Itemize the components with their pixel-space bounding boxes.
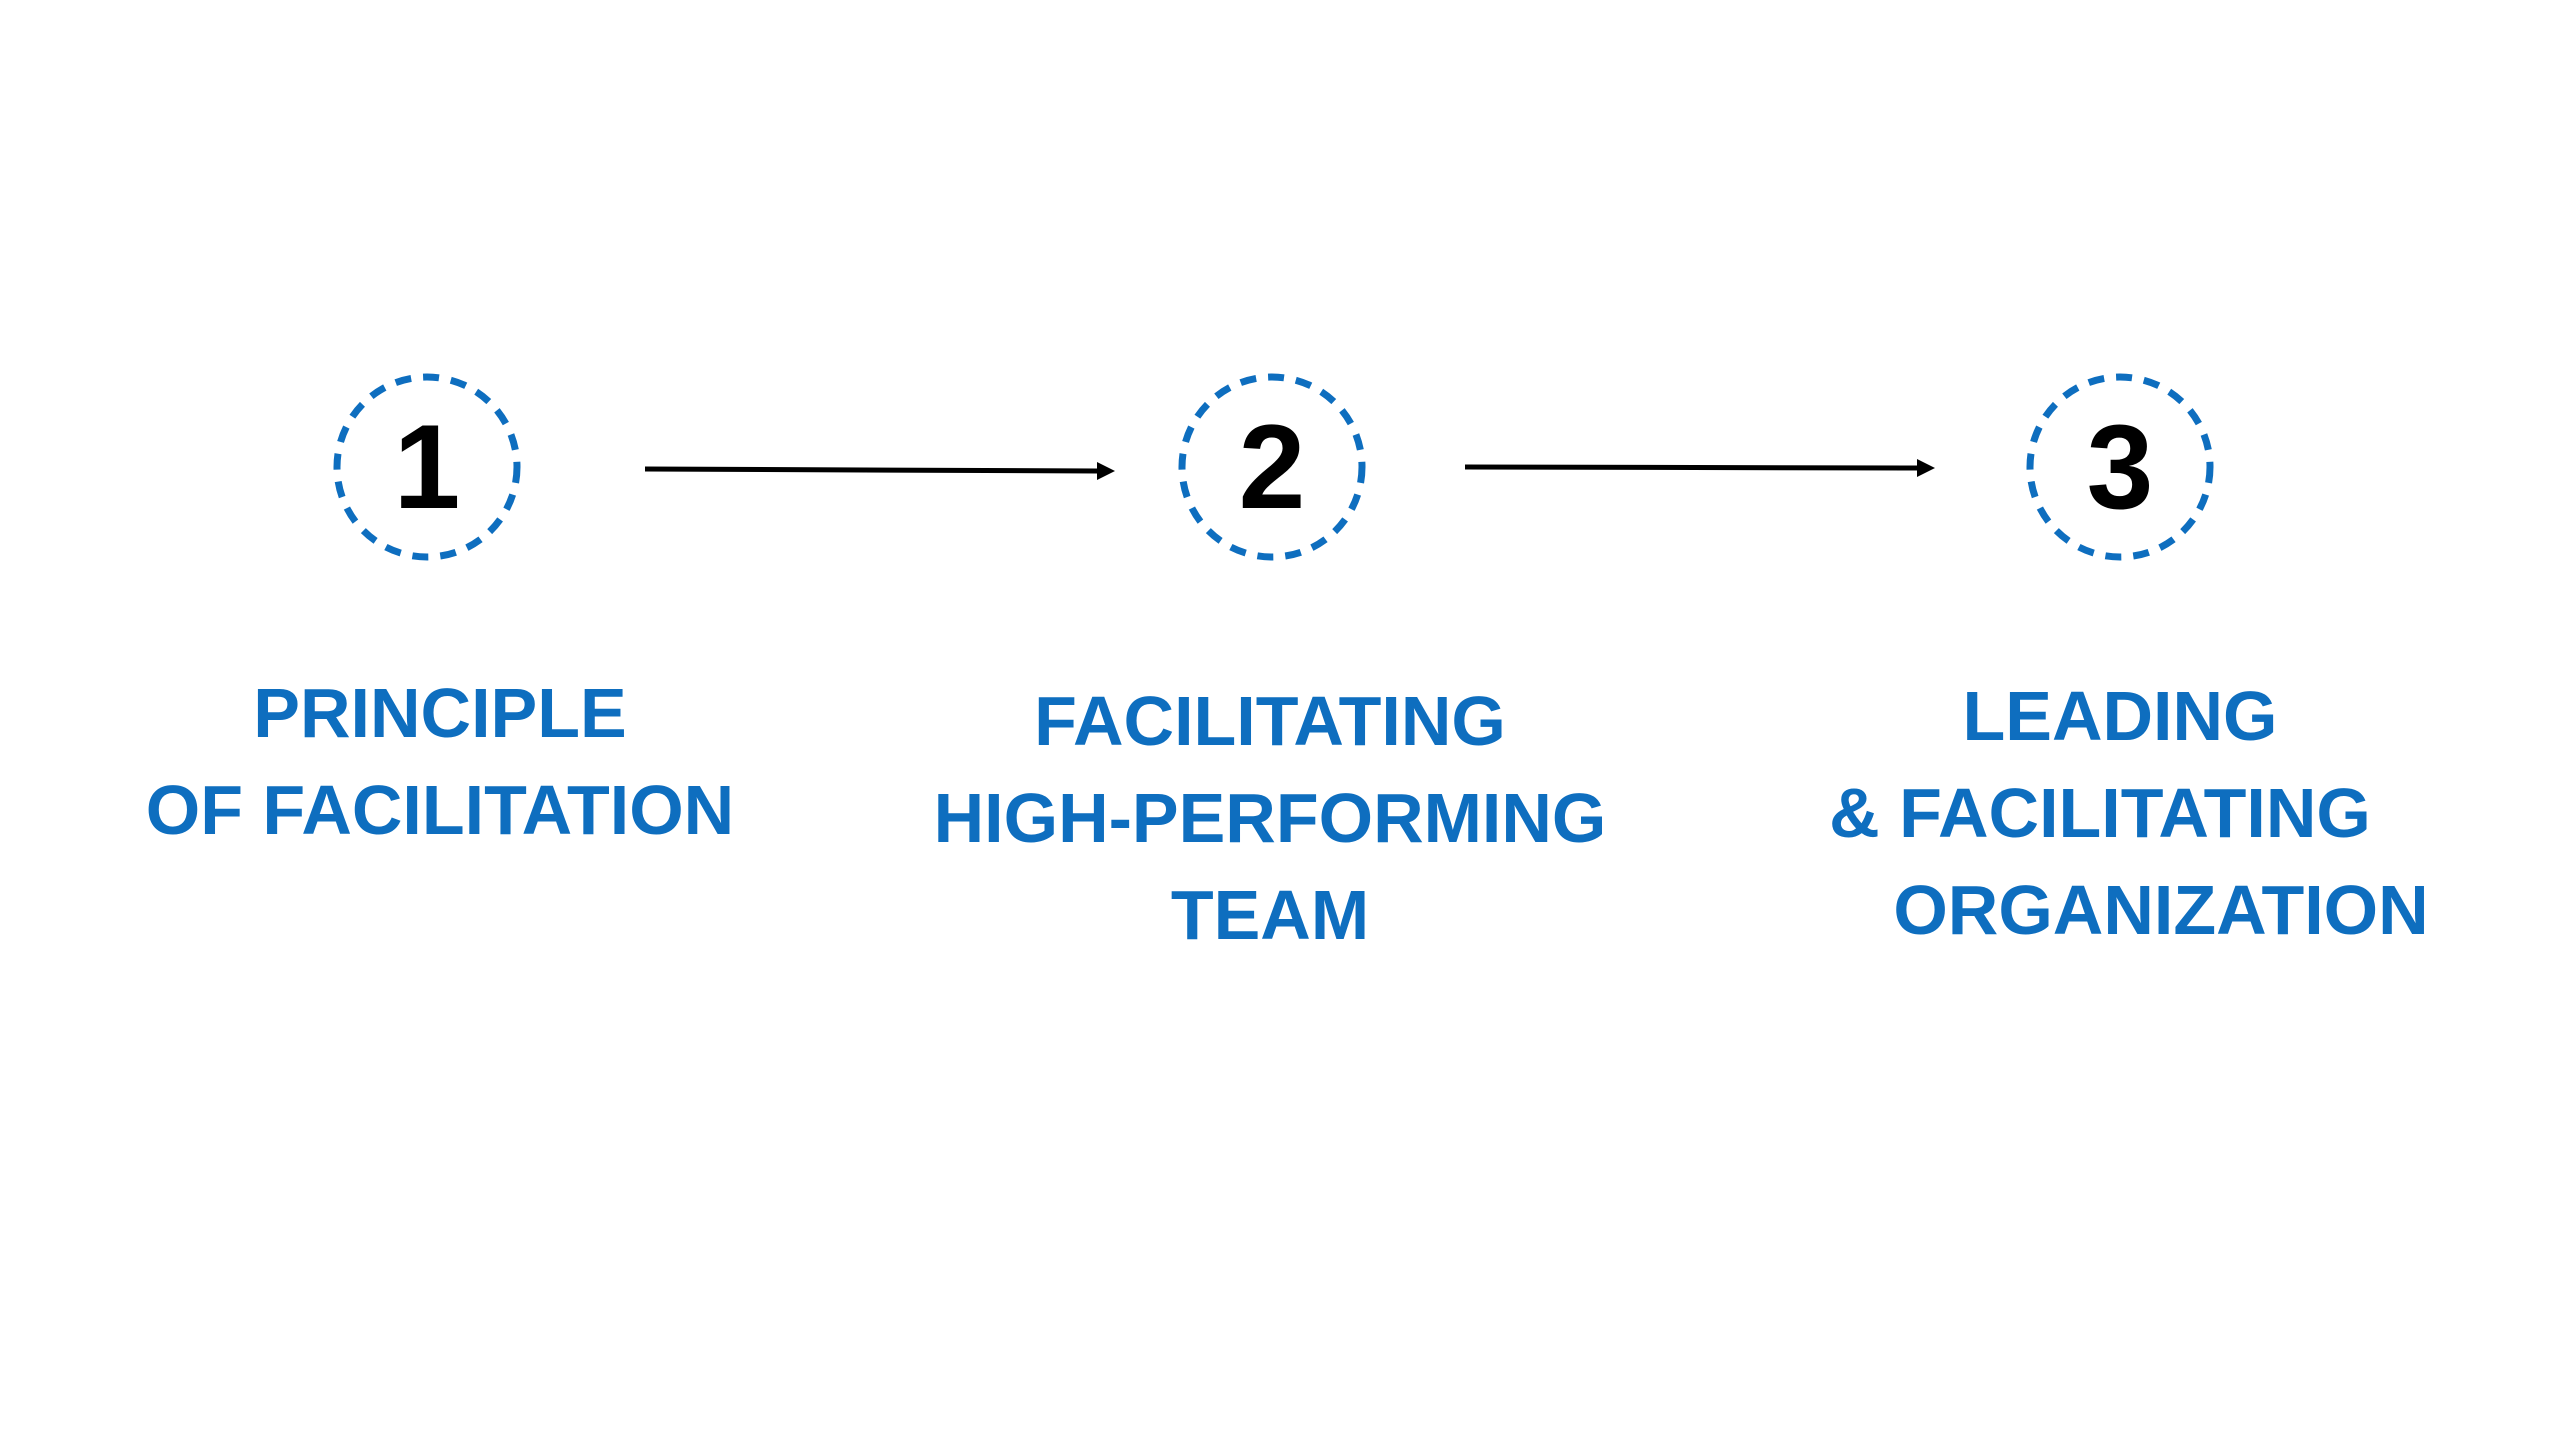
step-3-label-line-2: & FACILITATING: [1829, 774, 2371, 852]
step-3-label-line-1: LEADING: [1962, 677, 2278, 755]
step-1-number: 1: [393, 400, 461, 534]
step-3-label: LEADING & FACILITATING ORGANIZATION: [1829, 668, 2429, 959]
step-2-label-line-1: FACILITATING: [1034, 682, 1506, 760]
step-2-number: 2: [1238, 400, 1306, 534]
step-2-circle: 2: [1177, 372, 1367, 562]
step-2-label: FACILITATING HIGH-PERFORMING TEAM: [934, 673, 1607, 964]
dashed-circle-icon: [333, 373, 521, 561]
step-1-label-line-2: OF FACILITATION: [145, 771, 735, 849]
arrow-1-to-2: [645, 462, 1115, 480]
step-1-circle: 1: [332, 372, 522, 562]
step-3-circle: 3: [2025, 372, 2215, 562]
arrow-2-to-3: [1465, 459, 1935, 477]
step-1-label: PRINCIPLE OF FACILITATION: [146, 665, 734, 859]
dashed-circle-icon: [1178, 373, 1366, 561]
step-2-label-line-2: HIGH-PERFORMING: [933, 779, 1607, 857]
step-3-label-line-3: ORGANIZATION: [1893, 871, 2429, 949]
step-2-label-line-3: TEAM: [1170, 876, 1370, 954]
dashed-circle-icon: [2026, 373, 2214, 561]
step-1-label-line-1: PRINCIPLE: [253, 674, 627, 752]
step-3-number: 3: [2086, 400, 2154, 534]
